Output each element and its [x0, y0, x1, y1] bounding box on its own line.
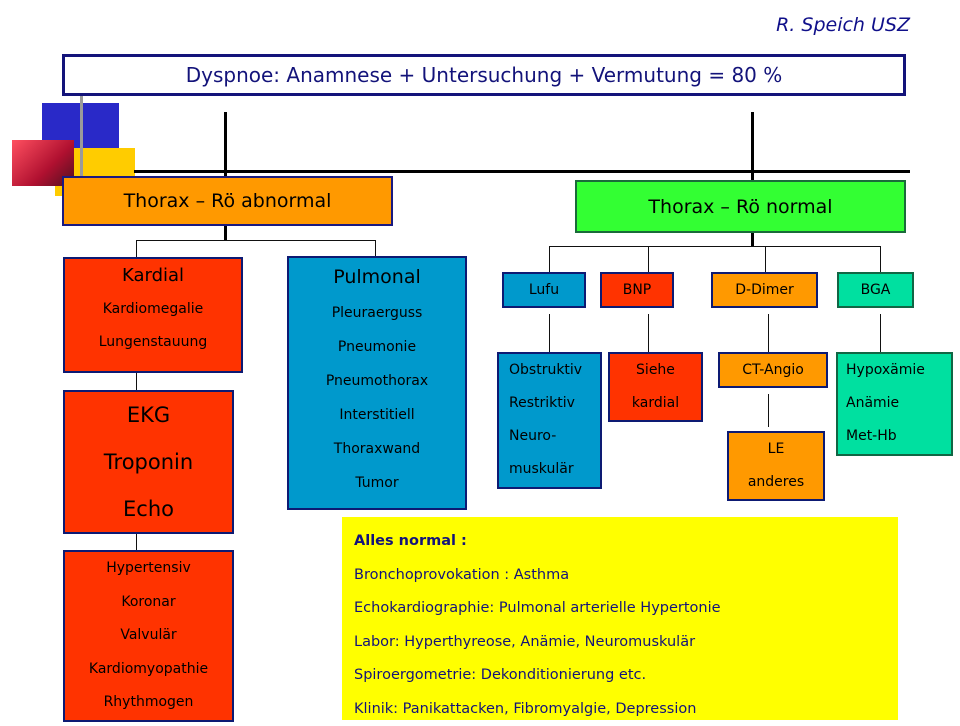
- kardial-item: Kardiomegalie: [65, 293, 241, 326]
- pulmonal-item: Tumor: [289, 466, 465, 500]
- test-ddimer-box: D-Dimer: [711, 272, 818, 308]
- all-normal-item: Labor: Hyperthyreose, Anämie, Neuromusku…: [354, 626, 886, 660]
- connector-ct-le: [768, 394, 769, 427]
- horizontal-divider: [134, 170, 910, 173]
- bnp-result-item: Siehe: [610, 354, 701, 387]
- lufu-result-item: Neuro-: [509, 420, 600, 453]
- pulmonal-item: Pleuraerguss: [289, 296, 465, 330]
- cardiac-test-item: EKG: [65, 392, 232, 439]
- connector-lufu-result: [549, 314, 550, 352]
- cardiac-test-item: Troponin: [65, 439, 232, 486]
- pulmonal-item: Pneumothorax: [289, 364, 465, 398]
- cardiac-causes-box: Hypertensiv Koronar Valvulär Kardiomyopa…: [63, 550, 234, 722]
- thorax-abnormal-box: Thorax – Rö abnormal: [62, 176, 393, 226]
- test-bnp-label: BNP: [623, 282, 652, 298]
- connector-to-kardial: [136, 240, 137, 257]
- bga-result-item: Anämie: [846, 387, 951, 420]
- test-bga-label: BGA: [861, 282, 891, 298]
- lufu-result-item: Obstruktiv: [509, 354, 600, 387]
- bnp-result-item: kardial: [610, 387, 701, 420]
- cardiac-tests-box: EKG Troponin Echo: [63, 390, 234, 534]
- cardiac-cause-item: Rhythmogen: [65, 686, 232, 720]
- pulmonal-box: Pulmonal Pleuraerguss Pneumonie Pneumoth…: [287, 256, 467, 510]
- cardiac-cause-item: Valvulär: [65, 619, 232, 653]
- connector-ekg-causes: [136, 534, 137, 550]
- cardiac-test-item: Echo: [65, 486, 232, 533]
- cardiac-cause-item: Hypertensiv: [65, 552, 232, 586]
- thorax-normal-label: Thorax – Rö normal: [648, 196, 832, 218]
- kardial-box: Kardial Kardiomegalie Lungenstauung: [63, 257, 243, 373]
- connector-kardial-ekg: [136, 373, 137, 390]
- thorax-abnormal-label: Thorax – Rö abnormal: [124, 190, 332, 212]
- bnp-result-box: Siehe kardial: [608, 352, 703, 422]
- connector-to-lufu: [549, 246, 550, 272]
- pulmonal-item: Thoraxwand: [289, 432, 465, 466]
- test-bnp-box: BNP: [600, 272, 674, 308]
- title-text: Dyspnoe: Anamnese + Untersuchung + Vermu…: [186, 63, 783, 87]
- connector-bnp-result: [648, 314, 649, 352]
- connector-abnormal-split: [136, 240, 376, 241]
- pulmonal-item: Pneumonie: [289, 330, 465, 364]
- test-lufu-box: Lufu: [502, 272, 586, 308]
- connector-to-pulmonal: [375, 240, 376, 256]
- all-normal-item: Echokardiographie: Pulmonal arterielle H…: [354, 592, 886, 626]
- kardial-heading: Kardial: [65, 259, 241, 293]
- connector-to-bnp: [648, 246, 649, 272]
- le-result-box: LE anderes: [727, 431, 825, 501]
- lufu-result-item: muskulär: [509, 453, 600, 486]
- ct-angio-label: CT-Angio: [742, 362, 804, 378]
- connector-ddimer-result: [768, 314, 769, 352]
- lufu-result-box: Obstruktiv Restriktiv Neuro- muskulär: [497, 352, 602, 489]
- test-ddimer-label: D-Dimer: [735, 282, 794, 298]
- connector-to-bga: [880, 246, 881, 272]
- lufu-result-item: Restriktiv: [509, 387, 600, 420]
- connector-normal-down: [751, 233, 754, 247]
- all-normal-item: Bronchoprovokation : Asthma: [354, 559, 886, 593]
- pulmonal-heading: Pulmonal: [289, 258, 465, 296]
- cardiac-cause-item: Koronar: [65, 586, 232, 620]
- all-normal-box: Alles normal : Bronchoprovokation : Asth…: [342, 517, 898, 720]
- le-result-item: LE: [729, 433, 823, 466]
- test-lufu-label: Lufu: [529, 282, 559, 298]
- cardiac-cause-item: Kardiomyopathie: [65, 653, 232, 687]
- test-bga-box: BGA: [837, 272, 914, 308]
- ct-angio-box: CT-Angio: [718, 352, 828, 388]
- author-credit: R. Speich USZ: [740, 14, 910, 36]
- title-box: Dyspnoe: Anamnese + Untersuchung + Vermu…: [62, 54, 906, 96]
- all-normal-item: Spiroergometrie: Dekonditionierung etc.: [354, 659, 886, 693]
- le-result-item: anderes: [729, 466, 823, 499]
- bga-result-item: Hypoxämie: [846, 354, 951, 387]
- all-normal-item: Klinik: Panikattacken, Fibromyalgie, Dep…: [354, 693, 886, 726]
- thorax-normal-box: Thorax – Rö normal: [575, 180, 906, 233]
- kardial-item: Lungenstauung: [65, 326, 241, 359]
- bga-result-box: Hypoxämie Anämie Met-Hb: [836, 352, 953, 456]
- connector-normal-split: [549, 246, 881, 247]
- all-normal-heading: Alles normal :: [354, 525, 886, 559]
- connector-to-ddimer: [765, 246, 766, 272]
- connector-bga-result: [880, 314, 881, 352]
- connector-root-left: [224, 112, 227, 176]
- connector-abnormal-down: [224, 226, 227, 241]
- bga-result-item: Met-Hb: [846, 420, 951, 453]
- pulmonal-item: Interstitiell: [289, 398, 465, 432]
